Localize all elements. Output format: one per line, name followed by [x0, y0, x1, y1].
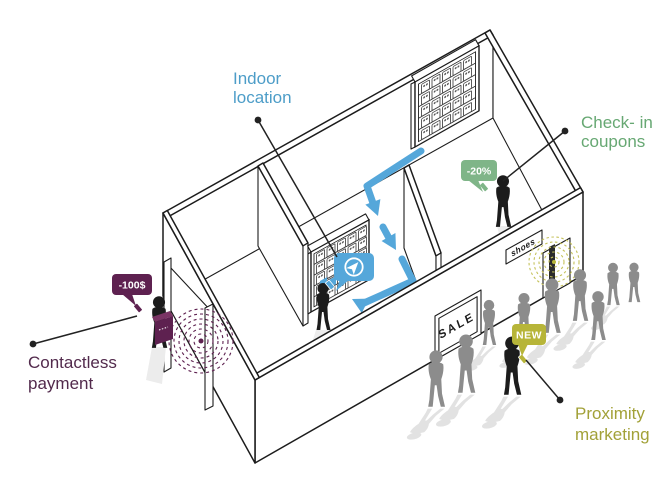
proximity-marketing-label-line1: Proximity — [575, 404, 645, 423]
pedestrian — [572, 269, 589, 321]
crowd — [403, 262, 641, 440]
new-offer-bubble: NEW — [512, 324, 546, 356]
indoor-location-label-line1: Indoor — [233, 69, 282, 88]
smartphone-blue — [325, 279, 335, 291]
pedestrian — [607, 262, 620, 306]
indoor-route-arrows — [348, 147, 425, 313]
contactless-payment-label-line1: Contactless — [28, 353, 117, 372]
discount-percent-bubble: -20% — [461, 160, 497, 192]
percent-discount-text: -20% — [467, 166, 492, 178]
indoor-location-label-line2: location — [233, 88, 292, 107]
contactless-payment-label-line2: payment — [28, 374, 93, 393]
pedestrian — [428, 350, 445, 407]
smartphone-olive — [518, 353, 528, 365]
check-in-coupons-label-line1: Check- in — [581, 113, 653, 132]
cash-discount-bubble: -100$ — [112, 274, 152, 306]
shopping-bag — [152, 311, 173, 345]
partition-wall-left — [257, 162, 309, 327]
beacon-waves-purple — [168, 308, 234, 374]
annotations: Indoor location Check- in coupons Contac… — [28, 69, 653, 444]
proximity-marketing-label-line2: marketing — [575, 425, 650, 444]
front-right-wall: SALE shoes — [251, 186, 584, 464]
new-offer-text: NEW — [516, 330, 542, 342]
navigation-bubble — [334, 253, 374, 291]
check-in-coupons-label-line2: coupons — [581, 132, 645, 151]
pedestrian — [628, 262, 641, 303]
cash-discount-text: -100$ — [119, 280, 146, 292]
sale-window: SALE — [434, 289, 482, 361]
navigation-arrow-icon — [346, 262, 359, 275]
wall-shelf-unit — [410, 39, 480, 150]
front-left-wall — [162, 209, 261, 464]
smartphone-green — [479, 181, 489, 193]
shopper-contactless — [133, 296, 173, 384]
